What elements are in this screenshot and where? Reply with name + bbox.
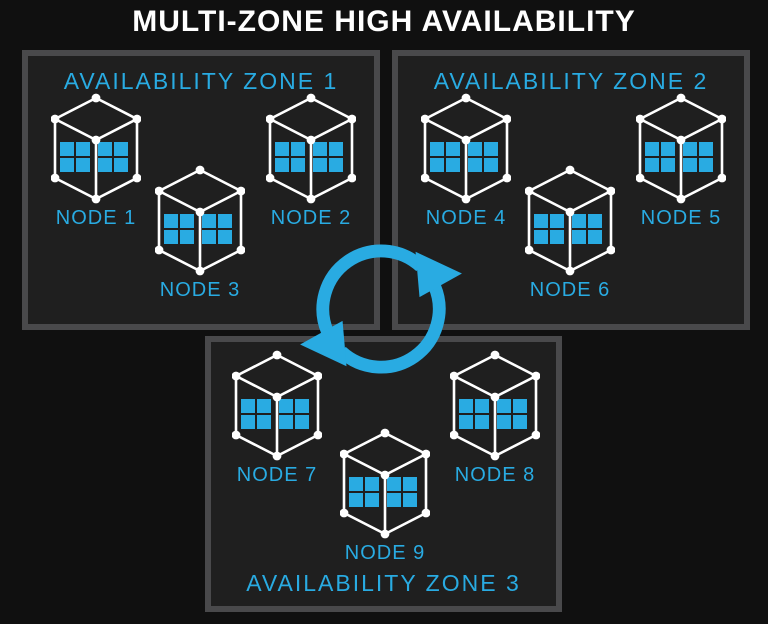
node-1: NODE 1 xyxy=(51,93,141,230)
server-cube-icon xyxy=(421,93,511,205)
node-7-label: NODE 7 xyxy=(236,464,318,486)
availability-zone-2-panel: AVAILABILITY ZONE 2 NODE 4 NODE 5 NODE 6 xyxy=(392,50,750,330)
node-8: NODE 8 xyxy=(450,350,540,487)
availability-zone-1-panel: AVAILABILITY ZONE 1 NODE 1 NODE 2 NODE 3 xyxy=(22,50,380,330)
server-cube-icon xyxy=(525,165,615,277)
server-cube-icon xyxy=(340,428,430,540)
node-4-label: NODE 4 xyxy=(425,207,507,229)
diagram-title: MULTI-ZONE HIGH AVAILABILITY xyxy=(132,5,636,38)
node-8-label: NODE 8 xyxy=(454,464,536,486)
server-cube-icon xyxy=(155,165,245,277)
server-cube-icon xyxy=(636,93,726,205)
node-3-label: NODE 3 xyxy=(159,279,241,301)
server-cube-icon xyxy=(266,93,356,205)
availability-zone-3-panel: NODE 7 NODE 8 NODE 9 AVAILABILITY ZONE 3 xyxy=(205,336,562,612)
zone-2-label: AVAILABILITY ZONE 2 xyxy=(433,68,709,94)
node-4: NODE 4 xyxy=(421,93,511,230)
node-5: NODE 5 xyxy=(636,93,726,230)
server-cube-icon xyxy=(51,93,141,205)
node-2-label: NODE 2 xyxy=(270,207,352,229)
node-3: NODE 3 xyxy=(155,165,245,302)
node-6: NODE 6 xyxy=(525,165,615,302)
node-2: NODE 2 xyxy=(266,93,356,230)
sync-arrows-icon xyxy=(294,236,472,384)
node-1-label: NODE 1 xyxy=(55,207,137,229)
node-5-label: NODE 5 xyxy=(640,207,722,229)
zone-1-label: AVAILABILITY ZONE 1 xyxy=(63,68,339,94)
zone-3-label: AVAILABILITY ZONE 3 xyxy=(246,570,521,596)
node-7: NODE 7 xyxy=(232,350,322,487)
node-9: NODE 9 xyxy=(340,428,430,565)
node-9-label: NODE 9 xyxy=(344,542,426,564)
node-6-label: NODE 6 xyxy=(529,279,611,301)
